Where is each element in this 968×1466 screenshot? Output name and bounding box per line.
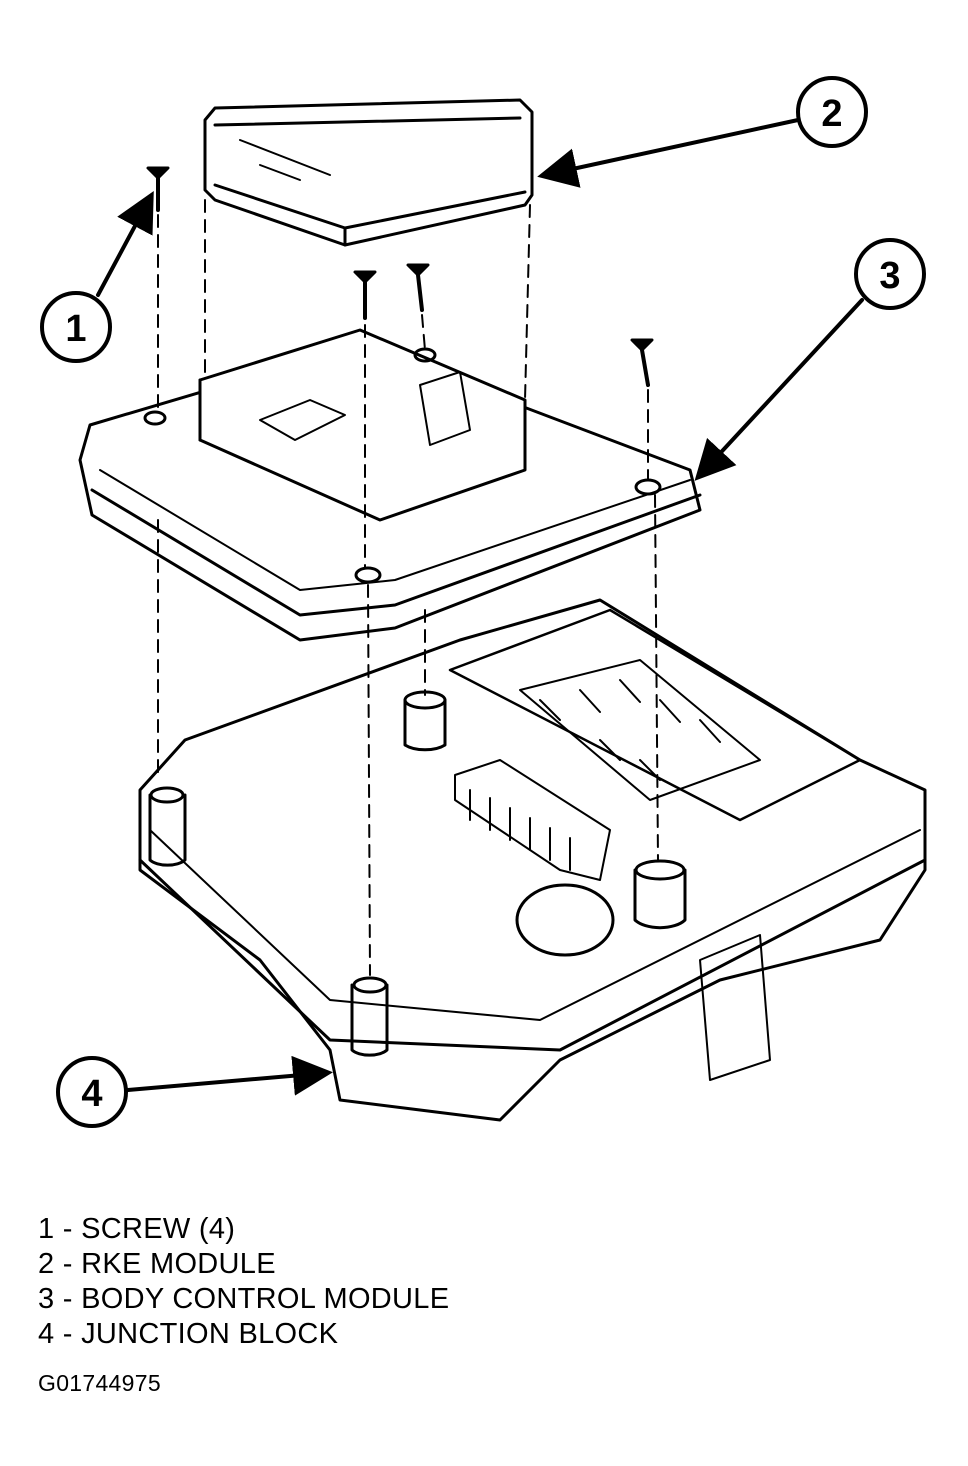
- exploded-assembly-diagram: 1 2 3 4: [40, 76, 927, 1128]
- legend-item-rke-module: 2 - RKE MODULE: [38, 1248, 276, 1280]
- callout-4: 4: [56, 1056, 128, 1128]
- parts-legend: 1 - SCREW (4) 2 - RKE MODULE 3 - BODY CO…: [38, 1212, 449, 1352]
- callout-1-leader: [96, 190, 154, 297]
- body-control-module-drawing: [78, 328, 702, 642]
- callout-3-leader: [694, 298, 864, 481]
- legend-item-junction-block: 4 - JUNCTION BLOCK: [38, 1318, 339, 1350]
- callout-4-leader: [126, 1055, 333, 1096]
- screw-icon: [406, 263, 430, 312]
- svg-text:1: 1: [65, 308, 86, 350]
- callout-3: 3: [854, 238, 926, 310]
- screw-icon: [630, 338, 654, 387]
- svg-text:3: 3: [879, 255, 900, 297]
- screw-icon: [353, 270, 377, 320]
- alignment-lines: [157, 199, 659, 976]
- figure-id: G01744975: [38, 1370, 161, 1396]
- svg-text:4: 4: [81, 1073, 102, 1115]
- junction-block-drawing: [138, 598, 927, 1122]
- legend-item-screw: 1 - SCREW (4): [38, 1213, 236, 1245]
- callout-1: 1: [40, 291, 112, 363]
- rke-module-drawing: [203, 98, 534, 247]
- callout-2: 2: [796, 76, 868, 148]
- legend-item-body-control-module: 3 - BODY CONTROL MODULE: [38, 1283, 450, 1315]
- callout-2-leader: [537, 118, 800, 188]
- screw-icon: [146, 166, 170, 212]
- svg-text:2: 2: [821, 93, 842, 135]
